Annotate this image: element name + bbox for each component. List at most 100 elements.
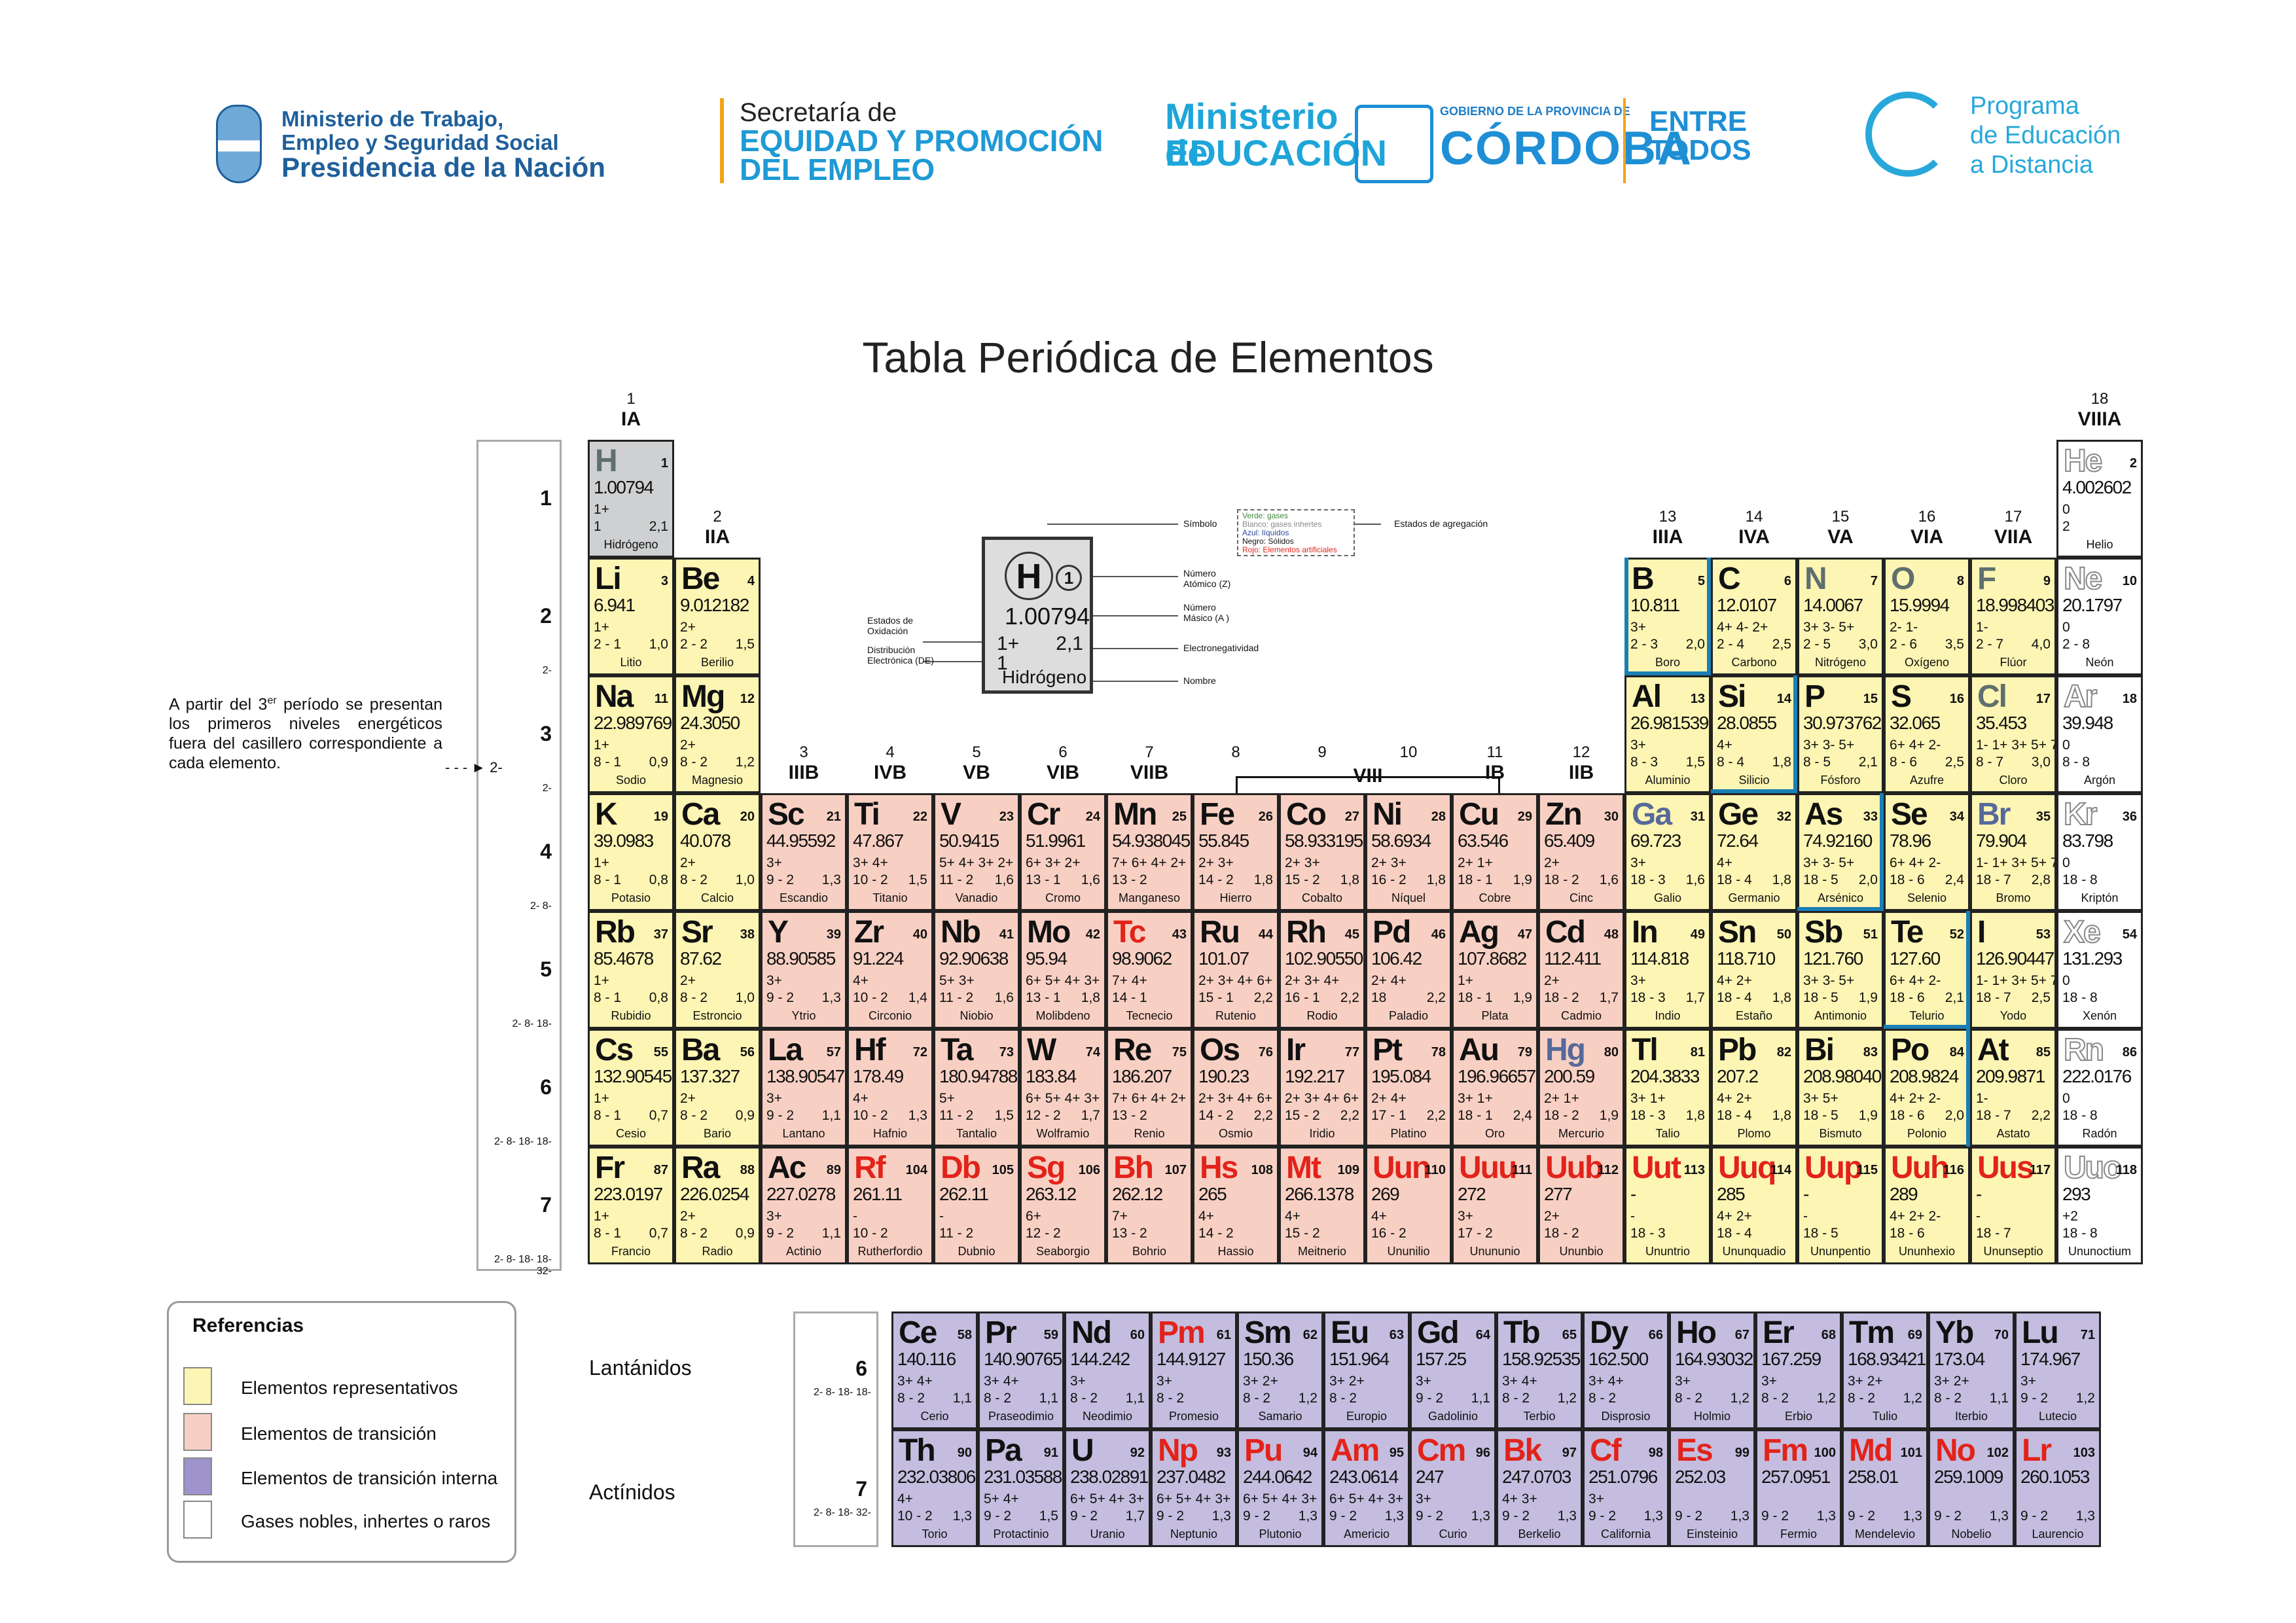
- atomic-number: 49: [1690, 927, 1705, 942]
- electron-configuration: 14 - 1: [1112, 990, 1147, 1005]
- element-name: Sodio: [615, 774, 647, 787]
- element-symbol: Np: [1158, 1433, 1198, 1468]
- electronegativity: 1,8: [1772, 755, 1791, 770]
- group-number: 11: [1486, 743, 1503, 761]
- element-symbol: Os: [1200, 1033, 1240, 1067]
- electronegativity: 1,1: [1471, 1391, 1490, 1406]
- electronegativity: 0,9: [649, 755, 668, 770]
- atomic-mass: 55.845: [1198, 830, 1249, 851]
- electron-configuration: 8 - 2: [1761, 1391, 1789, 1406]
- element-name: Renio: [1134, 1127, 1165, 1140]
- atomic-mass: 69.723: [1630, 830, 1681, 851]
- reference-item: Elementos de transición interna: [183, 1457, 511, 1497]
- electron-configuration: 18 - 6: [1890, 1108, 1925, 1123]
- electron-configuration: 8 - 1: [594, 1226, 622, 1241]
- electron-configuration: 17 - 2: [1458, 1226, 1493, 1241]
- atomic-number: 21: [826, 810, 841, 824]
- oxidation-states: -: [1976, 1209, 1981, 1224]
- atomic-number: 9: [2043, 574, 2051, 588]
- electronegativity: 1,1: [1125, 1391, 1145, 1406]
- oxidation-states: 6+ 4+ 2-: [1890, 738, 1941, 753]
- atomic-number: 36: [2122, 810, 2137, 824]
- element-symbol: Na: [595, 679, 634, 714]
- element-name: Europio: [1346, 1410, 1388, 1423]
- atomic-mass: 237.0482: [1157, 1467, 1226, 1487]
- element-symbol: In: [1632, 915, 1659, 950]
- element-name: Paladio: [1388, 1009, 1429, 1022]
- electron-configuration: 2: [2062, 519, 2070, 534]
- oxidation-states: 1-: [1976, 620, 1988, 635]
- element-symbol: Uut: [1632, 1150, 1681, 1185]
- oxidation-states: 1+: [594, 973, 609, 988]
- atomic-mass: 26.981539: [1630, 713, 1709, 733]
- element-name: Rutherfordio: [857, 1245, 923, 1258]
- element-name: Torio: [922, 1527, 948, 1541]
- oxidation-states: 2+ 4+: [1371, 1091, 1407, 1106]
- element-symbol: Cd: [1545, 915, 1586, 950]
- oxidation-states: 0: [2062, 1091, 2070, 1106]
- logo-ministerio-educacion-cordoba: Ministerio de EDUCACIÓN GOBIERNO DE LA P…: [1165, 98, 1754, 196]
- element-symbol: Pm: [1158, 1315, 1206, 1350]
- logo-text: Ministerio de: [1165, 96, 1338, 173]
- oxidation-states: 3+ 4+: [1502, 1374, 1537, 1389]
- oxidation-states: 5+ 4+ 3+ 2+: [939, 855, 1014, 870]
- atomic-number: 89: [826, 1163, 841, 1177]
- electronegativity: 1,1: [952, 1391, 972, 1406]
- key-electronegativity: 2,1: [1056, 633, 1083, 654]
- element-symbol: Y: [768, 915, 789, 950]
- atomic-mass: 266.1378: [1285, 1184, 1354, 1204]
- atomic-mass: 196.96657: [1458, 1066, 1536, 1086]
- element-name: Osmio: [1218, 1127, 1253, 1140]
- atomic-number: 111: [1511, 1163, 1532, 1177]
- atomic-mass: 98.9062: [1112, 948, 1172, 969]
- note-text: A partir del 3: [169, 695, 268, 714]
- oxidation-states: 3+ 2+: [1848, 1374, 1883, 1389]
- oxidation-states: 2+: [680, 973, 696, 988]
- element-name: Aluminio: [1645, 774, 1691, 787]
- element-name: Radón: [2082, 1127, 2117, 1140]
- atomic-number: 11: [654, 692, 668, 706]
- element-name: Hidrógeno: [603, 538, 658, 551]
- atomic-number: 30: [1604, 810, 1619, 824]
- atomic-mass: 190.23: [1198, 1066, 1249, 1086]
- electronegativity: 0,8: [649, 990, 668, 1005]
- oxidation-states: 2+: [1544, 855, 1560, 870]
- element-name: Bario: [703, 1127, 732, 1140]
- element-name: Estroncio: [692, 1009, 742, 1022]
- oxidation-states: 3+: [766, 1209, 782, 1224]
- element-name: Francio: [611, 1245, 651, 1258]
- atomic-number: 79: [1517, 1045, 1532, 1060]
- electron-configuration: 18 - 3: [1630, 872, 1666, 887]
- atomic-number: 55: [653, 1045, 668, 1060]
- atomic-number: 58: [957, 1328, 972, 1342]
- atomic-mass: 208.98040: [1803, 1066, 1882, 1086]
- element-name: Samario: [1258, 1410, 1302, 1423]
- oxidation-states: 1+: [594, 855, 609, 870]
- oxidation-states: 4+ 2+ 2-: [1890, 1209, 1941, 1224]
- electron-configuration: 18 - 2: [1544, 1226, 1579, 1241]
- element-name: Ununquadio: [1722, 1245, 1786, 1258]
- logo-text: Empleo y Seguridad Social: [281, 130, 559, 154]
- atomic-number: 98: [1648, 1446, 1663, 1460]
- electronegativity: 2,8: [2031, 872, 2051, 887]
- element-symbol: Uuq: [1718, 1150, 1776, 1185]
- element-name: Escandio: [779, 891, 829, 904]
- electron-configuration: 13 - 2: [1112, 1226, 1147, 1241]
- oxidation-states: 5+ 4+: [984, 1491, 1019, 1507]
- electron-configuration: 18 - 8: [2062, 1108, 2098, 1123]
- element-symbol: Rh: [1286, 915, 1327, 950]
- element-name: Plata: [1481, 1009, 1509, 1022]
- atomic-number: 68: [1821, 1328, 1836, 1342]
- atomic-number: 73: [999, 1045, 1014, 1060]
- element-name: Polonio: [1907, 1127, 1947, 1140]
- atomic-mass: 72.64: [1717, 830, 1759, 851]
